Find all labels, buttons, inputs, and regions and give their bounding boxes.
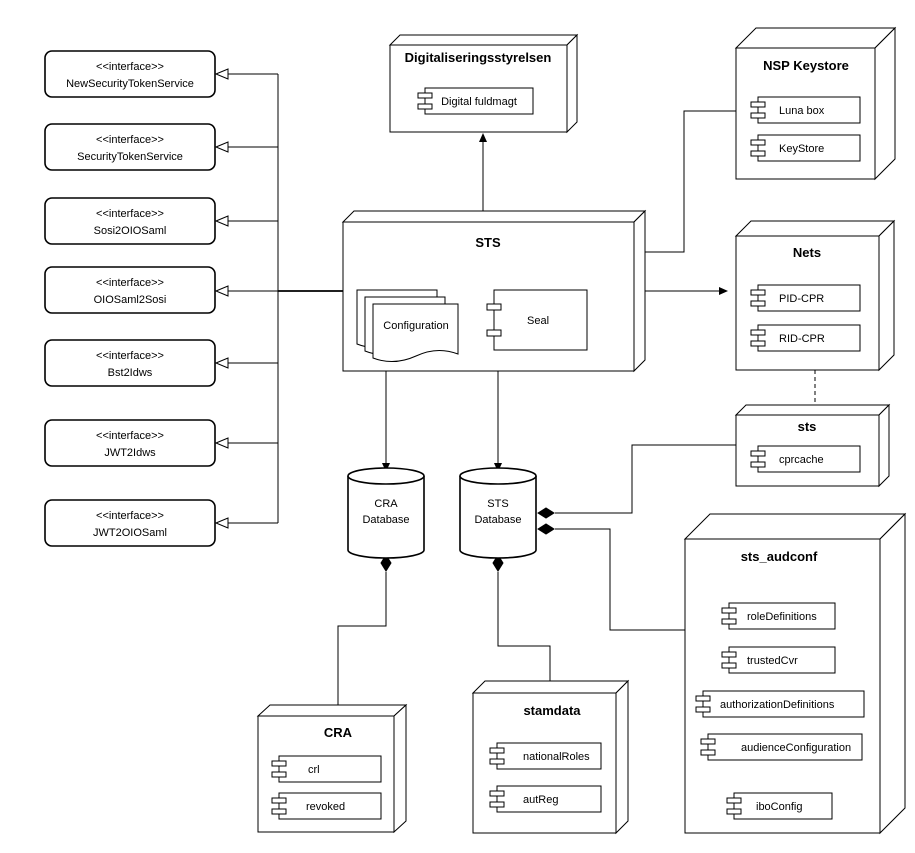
component-luna-box[interactable]: Luna box bbox=[750, 96, 861, 124]
node-title: stamdata bbox=[523, 703, 581, 718]
component-icon bbox=[271, 797, 287, 804]
database-label-line2: Database bbox=[362, 514, 409, 526]
component-label: autReg bbox=[523, 794, 558, 806]
component-pid-cpr[interactable]: PID-CPR bbox=[750, 284, 861, 312]
node-title: STS bbox=[475, 235, 501, 250]
node-connectors bbox=[337, 110, 816, 793]
interface-connectors bbox=[214, 68, 343, 529]
component-revoked[interactable]: revoked bbox=[271, 792, 382, 820]
component-trustedcvr[interactable]: trustedCvr bbox=[721, 646, 836, 674]
node-title: Nets bbox=[793, 245, 821, 260]
component-authorizationdefinitions[interactable]: authorizationDefinitions bbox=[695, 690, 865, 718]
node-title: sts bbox=[798, 419, 817, 434]
component-label: trustedCvr bbox=[747, 655, 798, 667]
component-icon bbox=[417, 92, 433, 99]
interface-oiosaml2sosi[interactable]: <<interface>> OIOSaml2Sosi bbox=[44, 266, 216, 314]
component-label: RID-CPR bbox=[779, 333, 825, 345]
node-title: CRA bbox=[324, 725, 353, 740]
configuration-document-stack[interactable]: Configuration bbox=[356, 289, 459, 362]
interface-jwt2idws[interactable]: <<interface>> JWT2Idws bbox=[44, 419, 216, 467]
interface-name: OIOSaml2Sosi bbox=[94, 294, 167, 306]
component-icon bbox=[750, 101, 766, 108]
cra-database[interactable]: CRA Database bbox=[347, 467, 425, 559]
component-label: Seal bbox=[527, 315, 549, 327]
interface-sosi2oiosaml[interactable]: <<interface>> Sosi2OIOSaml bbox=[44, 197, 216, 245]
interface-name: JWT2Idws bbox=[104, 447, 156, 459]
component-label: revoked bbox=[306, 801, 345, 813]
node-nsp-keystore[interactable]: NSP Keystore Luna box KeyStore bbox=[734, 26, 897, 181]
component-label: Luna box bbox=[779, 105, 825, 117]
node-nets[interactable]: Nets PID-CPR RID-CPR bbox=[734, 219, 896, 372]
interface-bst2idws[interactable]: <<interface>> Bst2Idws bbox=[44, 339, 216, 387]
database-label-line1: CRA bbox=[374, 498, 398, 510]
component-icon bbox=[750, 450, 766, 457]
component-label: KeyStore bbox=[779, 143, 824, 155]
component-rid-cpr[interactable]: RID-CPR bbox=[750, 324, 861, 352]
interface-securitytokenservice[interactable]: <<interface>> SecurityTokenService bbox=[44, 123, 216, 171]
component-cprcache[interactable]: cprcache bbox=[750, 445, 861, 473]
interface-stereotype: <<interface>> bbox=[96, 61, 164, 73]
node-cra[interactable]: CRA crl revoked bbox=[256, 703, 408, 834]
component-icon bbox=[750, 329, 766, 336]
document-label: Configuration bbox=[383, 320, 448, 332]
component-label: Digital fuldmagt bbox=[441, 96, 517, 108]
node-title: Digitaliseringsstyrelsen bbox=[405, 50, 552, 65]
node-stamdata[interactable]: stamdata nationalRoles autReg bbox=[471, 679, 630, 835]
component-icon bbox=[695, 695, 711, 702]
component-label: audienceConfiguration bbox=[741, 742, 851, 754]
node-digitaliseringsstyrelsen[interactable]: Digitaliseringsstyrelsen Digital fuldmag… bbox=[388, 33, 579, 134]
node-sts-cache[interactable]: sts cprcache bbox=[734, 403, 891, 488]
interface-name: Bst2Idws bbox=[108, 367, 153, 379]
component-label: authorizationDefinitions bbox=[720, 699, 835, 711]
database-label-line2: Database bbox=[474, 514, 521, 526]
component-icon bbox=[721, 607, 737, 614]
sts-database[interactable]: STS Database bbox=[459, 467, 537, 559]
interface-name: Sosi2OIOSaml bbox=[94, 225, 167, 237]
component-label: roleDefinitions bbox=[747, 611, 817, 623]
component-label: crl bbox=[308, 764, 320, 776]
component-label: nationalRoles bbox=[523, 751, 590, 763]
component-icon bbox=[489, 790, 505, 797]
component-crl[interactable]: crl bbox=[271, 755, 382, 783]
component-icon bbox=[750, 289, 766, 296]
interface-stereotype: <<interface>> bbox=[96, 350, 164, 362]
component-icon bbox=[750, 139, 766, 146]
component-label: iboConfig bbox=[756, 801, 802, 813]
interface-name: NewSecurityTokenService bbox=[66, 78, 194, 90]
node-sts[interactable]: STS Configuration Seal bbox=[341, 209, 647, 373]
component-label: cprcache bbox=[779, 454, 824, 466]
component-icon bbox=[726, 797, 742, 804]
interface-newsecuritytokenservice[interactable]: <<interface>> NewSecurityTokenService bbox=[44, 50, 216, 98]
component-icon bbox=[700, 738, 716, 745]
component-label: PID-CPR bbox=[779, 293, 824, 305]
component-nationalroles[interactable]: nationalRoles bbox=[489, 742, 602, 770]
interface-stereotype: <<interface>> bbox=[96, 510, 164, 522]
component-icon bbox=[271, 760, 287, 767]
component-icon bbox=[721, 651, 737, 658]
interface-stereotype: <<interface>> bbox=[96, 134, 164, 146]
database-label-line1: STS bbox=[487, 498, 508, 510]
interface-stereotype: <<interface>> bbox=[96, 208, 164, 220]
component-seal[interactable]: Seal bbox=[486, 289, 588, 351]
component-roledefinitions[interactable]: roleDefinitions bbox=[721, 602, 836, 630]
interface-name: SecurityTokenService bbox=[77, 151, 183, 163]
component-icon bbox=[486, 303, 502, 311]
interface-name: JWT2OIOSaml bbox=[93, 527, 167, 539]
component-digital-fuldmagt[interactable]: Digital fuldmagt bbox=[417, 87, 534, 115]
node-sts-audconf[interactable]: sts_audconf roleDefinitions trustedCvr a… bbox=[683, 512, 907, 835]
node-title: NSP Keystore bbox=[763, 58, 849, 73]
interface-jwt2oiosaml[interactable]: <<interface>> JWT2OIOSaml bbox=[44, 499, 216, 547]
component-keystore[interactable]: KeyStore bbox=[750, 134, 861, 162]
node-title: sts_audconf bbox=[741, 549, 818, 564]
component-icon bbox=[489, 747, 505, 754]
component-audienceconfiguration[interactable]: audienceConfiguration bbox=[700, 733, 863, 761]
component-iboconfig[interactable]: iboConfig bbox=[726, 792, 833, 820]
component-autreg[interactable]: autReg bbox=[489, 785, 602, 813]
interface-stereotype: <<interface>> bbox=[96, 430, 164, 442]
interface-stereotype: <<interface>> bbox=[96, 277, 164, 289]
